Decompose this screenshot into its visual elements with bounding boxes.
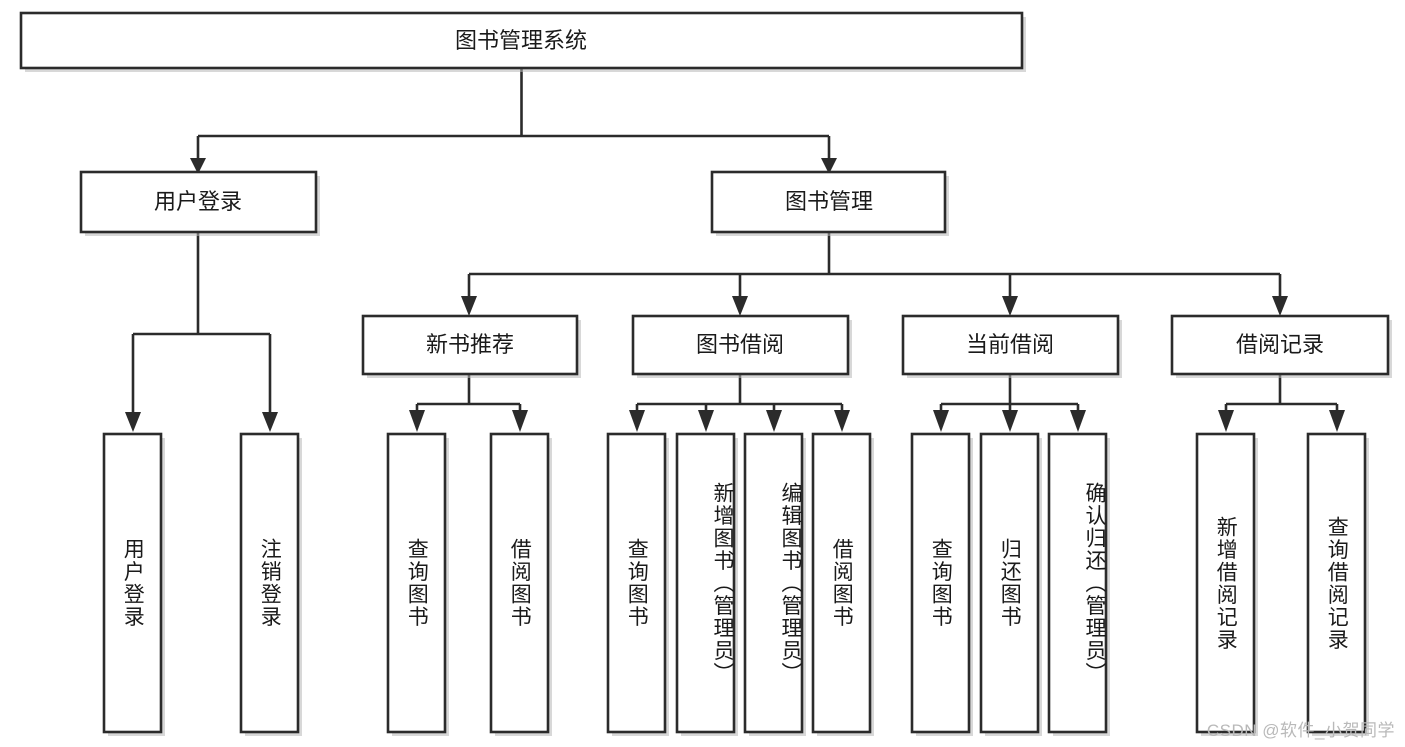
book-manage-box[interactable] xyxy=(710,170,947,234)
leaf-add-book-box[interactable] xyxy=(675,432,736,734)
leaf-add-record-label: 新增借阅记录 xyxy=(1214,515,1238,651)
arrow-to-book-manage xyxy=(821,158,837,174)
user-login-box[interactable] xyxy=(79,170,318,234)
leaf-node-borrow-book-2[interactable] xyxy=(811,432,874,736)
leaf-node-query-book-3[interactable] xyxy=(910,432,973,736)
leaf-node-user-login[interactable] xyxy=(102,432,165,736)
leaf-query-book-1-box[interactable] xyxy=(386,432,447,734)
borrow-record-label: 借阅记录 xyxy=(1236,332,1324,357)
node-book-manage[interactable]: 图书管理 xyxy=(710,170,949,236)
node-borrow-record[interactable]: 借阅记录 xyxy=(1170,314,1392,378)
book-manage-label: 图书管理 xyxy=(785,189,873,214)
leaf-query-record-label: 查询借阅记录 xyxy=(1325,515,1349,651)
leaf-node-logout[interactable] xyxy=(239,432,302,736)
arrow-leaf-query-book-1 xyxy=(409,410,425,432)
arrow-to-borrow-record xyxy=(1272,296,1288,316)
arrow-to-book-borrow xyxy=(732,296,748,316)
leaf-node-query-book-1[interactable] xyxy=(386,432,449,736)
arrow-leaf-query-book-3 xyxy=(933,410,949,432)
leaf-confirm-return-label: 确认归还（管理员） xyxy=(1083,481,1106,685)
arrow-leaf-logout xyxy=(262,412,278,432)
arrow-leaf-add-record xyxy=(1218,410,1234,432)
leaf-query-book-2-label: 查询图书 xyxy=(625,538,649,628)
borrow-record-box[interactable] xyxy=(1170,314,1390,376)
leaf-borrow-book-1-box[interactable] xyxy=(489,432,550,734)
leaf-query-book-3-label: 查询图书 xyxy=(929,538,953,628)
leaf-confirm-return-box[interactable] xyxy=(1047,432,1108,734)
book-borrow-box[interactable] xyxy=(631,314,850,376)
leaf-node-query-book-2[interactable] xyxy=(606,432,669,736)
leaf-query-book-2-box[interactable] xyxy=(606,432,667,734)
current-borrow-box[interactable] xyxy=(901,314,1120,376)
arrow-leaf-query-book-2 xyxy=(629,410,645,432)
leaf-borrow-book-1-label: 借阅图书 xyxy=(508,538,532,628)
leaf-return-book-label: 归还图书 xyxy=(998,538,1022,628)
arrow-to-new-book-recommend xyxy=(461,296,477,316)
leaf-node-add-record[interactable] xyxy=(1195,432,1258,736)
leaf-logout-label: 注销登录 xyxy=(258,538,282,628)
leaf-user-login-label: 用户登录 xyxy=(121,538,145,628)
node-new-book-recommend[interactable]: 新书推荐 xyxy=(361,314,581,378)
leaf-query-record-box[interactable] xyxy=(1306,432,1367,734)
leaf-node-add-book[interactable] xyxy=(675,432,738,736)
new-book-recommend-box[interactable] xyxy=(361,314,579,376)
leaf-query-book-3-box[interactable] xyxy=(910,432,971,734)
arrow-leaf-edit-book xyxy=(766,410,782,432)
node-root[interactable]: 图书管理系统 xyxy=(19,11,1026,72)
connector-group xyxy=(125,68,1345,432)
leaf-logout-box[interactable] xyxy=(239,432,300,734)
root-box[interactable] xyxy=(19,11,1024,70)
arrow-leaf-borrow-book-2 xyxy=(834,410,850,432)
leaf-query-book-1-label: 查询图书 xyxy=(405,538,429,628)
leaf-add-book-label: 新增图书（管理员） xyxy=(711,481,734,685)
current-borrow-label: 当前借阅 xyxy=(966,332,1054,357)
leaf-add-record-box[interactable] xyxy=(1195,432,1256,734)
leaf-borrow-book-2-box[interactable] xyxy=(811,432,872,734)
leaf-edit-book-label: 编辑图书（管理员） xyxy=(779,481,802,685)
arrow-leaf-query-record xyxy=(1329,410,1345,432)
leaf-user-login-box[interactable] xyxy=(102,432,163,734)
node-current-borrow[interactable]: 当前借阅 xyxy=(901,314,1122,378)
leaf-edit-book-box[interactable] xyxy=(743,432,804,734)
user-login-label: 用户登录 xyxy=(154,189,242,214)
leaf-node-edit-book[interactable] xyxy=(743,432,806,736)
leaf-return-book-box[interactable] xyxy=(979,432,1040,734)
node-book-borrow[interactable]: 图书借阅 xyxy=(631,314,852,378)
arrow-to-user-login xyxy=(190,158,206,174)
leaf-node-query-record[interactable] xyxy=(1306,432,1369,736)
arrow-leaf-borrow-book-1 xyxy=(512,410,528,432)
leaf-node-confirm-return[interactable] xyxy=(1047,432,1110,736)
arrow-leaf-user-login xyxy=(125,412,141,432)
arrow-leaf-confirm-return xyxy=(1070,410,1086,432)
leaf-node-return-book[interactable] xyxy=(979,432,1042,736)
new-book-recommend-label: 新书推荐 xyxy=(426,332,514,357)
arrow-leaf-return-book xyxy=(1002,410,1018,432)
leaf-node-borrow-book-1[interactable] xyxy=(489,432,552,736)
watermark-text: CSDN @软件_小贺同学 xyxy=(1206,721,1395,740)
leaf-borrow-book-2-label: 借阅图书 xyxy=(830,538,854,628)
arrow-leaf-add-book xyxy=(698,410,714,432)
root-label: 图书管理系统 xyxy=(455,28,587,53)
book-borrow-label: 图书借阅 xyxy=(696,332,784,357)
node-user-login[interactable]: 用户登录 xyxy=(79,170,320,236)
arrow-to-current-borrow xyxy=(1002,296,1018,316)
